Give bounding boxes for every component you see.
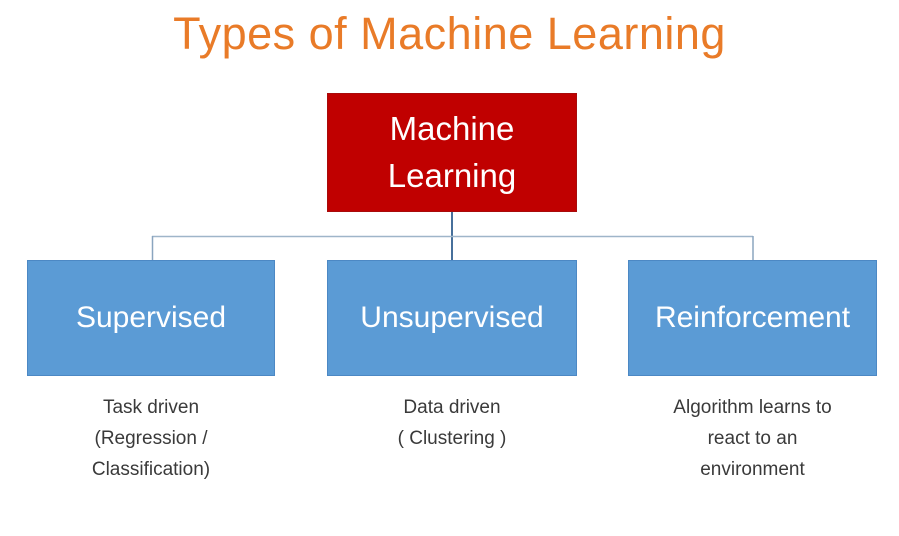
child-node-label: Supervised <box>75 301 227 334</box>
description-unsupervised: Data driven ( Clustering ) <box>397 397 507 449</box>
root-node-label: Machine Learning <box>387 109 517 194</box>
child-node-label: Reinforcement <box>654 301 851 334</box>
child-node-unsupervised: Unsupervised <box>327 260 577 376</box>
description-supervised: Task driven (Regression / Classification… <box>91 397 211 480</box>
child-node-supervised: Supervised <box>27 260 275 376</box>
page-title: Types of Machine Learning <box>173 8 726 59</box>
description-reinforcement: Algorithm learns to react to an environm… <box>673 397 832 480</box>
child-node-reinforcement: Reinforcement <box>628 260 877 376</box>
root-node-machine-learning: Machine Learning <box>327 93 577 212</box>
child-node-label: Unsupervised <box>360 301 544 334</box>
